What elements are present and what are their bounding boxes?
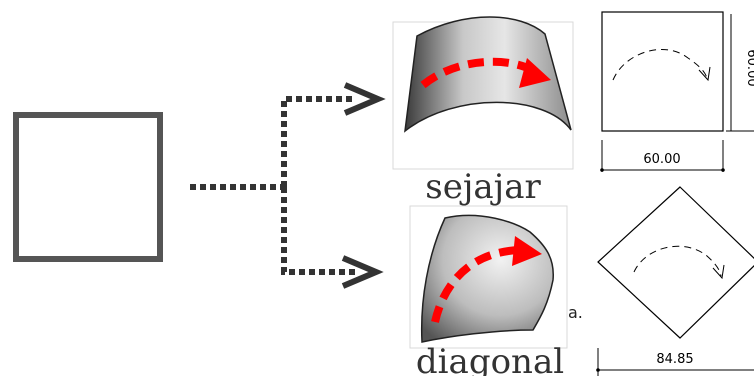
top-dim-dot-left <box>600 168 604 172</box>
bottom-fold-dashed-arrowhead <box>712 264 725 280</box>
arrow-head-top <box>343 82 386 116</box>
label-diagonal: diagonal <box>416 342 564 376</box>
diagonal-bent-surface <box>420 214 554 343</box>
parallel-bent-surface <box>404 16 572 133</box>
top-width-value: 60.00 <box>643 152 680 167</box>
bottom-drawing-diamond <box>597 186 754 339</box>
top-drawing-square <box>601 11 724 132</box>
label-sejajar: sejajar <box>425 167 541 207</box>
diagonal-bend-arrowhead <box>512 236 542 266</box>
top-dim-dot-right <box>721 168 725 172</box>
diagonal-bend-arrow <box>431 246 521 323</box>
source-square <box>13 112 163 262</box>
top-fold-dashed-arc <box>612 49 708 81</box>
bottom-width-value: 84.85 <box>656 352 693 367</box>
bottom-fold-dashed-arc <box>633 245 722 277</box>
parallel-bend-arrowhead <box>519 58 551 88</box>
branch-connector <box>190 96 355 275</box>
panel-marker: a. <box>568 303 583 322</box>
top-fold-dashed-arrowhead <box>698 66 711 82</box>
arrow-head-bottom <box>341 255 384 289</box>
top-height-value: 60.00 <box>744 49 754 86</box>
bottom-dim-dot-left <box>596 368 600 372</box>
